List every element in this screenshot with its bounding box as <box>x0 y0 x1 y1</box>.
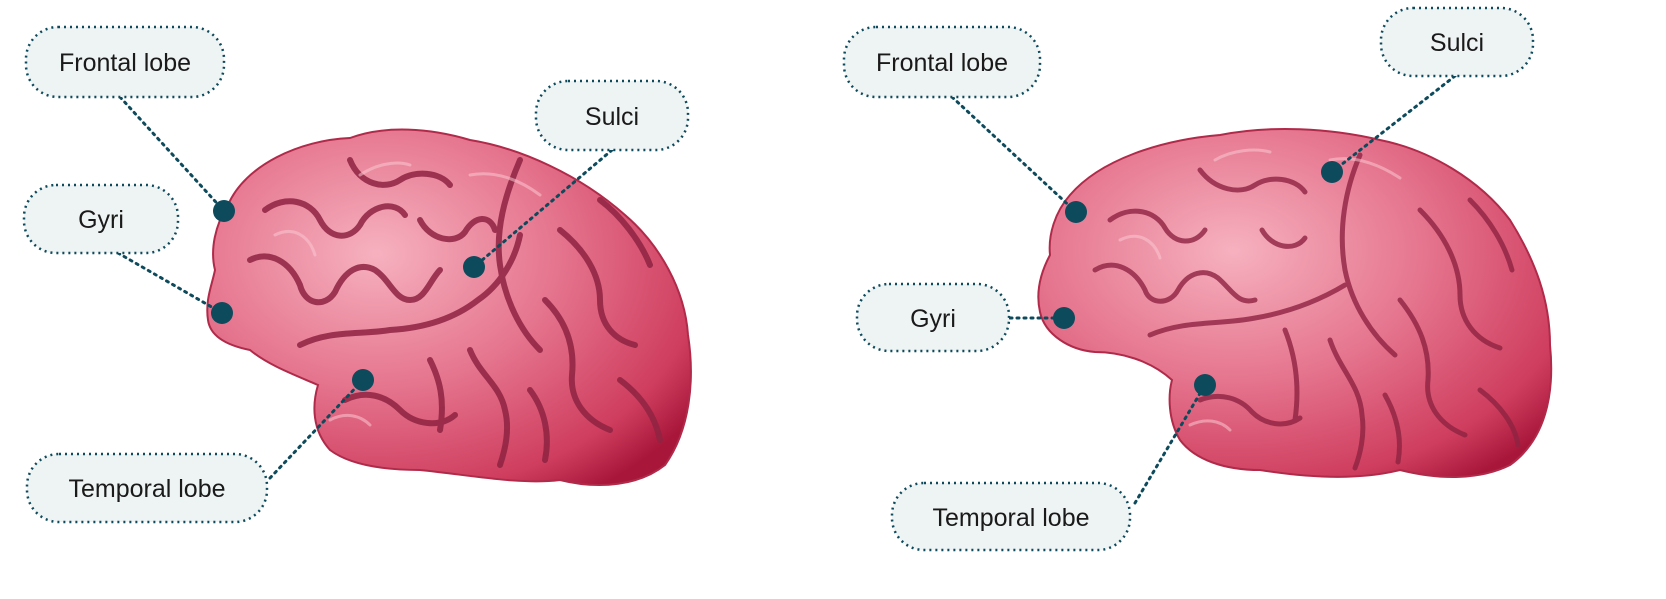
marker-sulci <box>463 256 485 278</box>
marker-gyri <box>1053 307 1075 329</box>
callout-label: Frontal lobe <box>59 49 191 77</box>
callout-label: Gyri <box>910 305 956 333</box>
marker-frontal-lobe <box>213 200 235 222</box>
callout-label: Temporal lobe <box>68 475 225 503</box>
marker-temporal-lobe <box>1194 374 1216 396</box>
callout-label: Sulci <box>1430 29 1484 57</box>
brain-illustration <box>206 128 692 486</box>
marker-gyri <box>211 302 233 324</box>
marker-sulci <box>1321 161 1343 183</box>
sulci-pattern <box>247 157 663 468</box>
callout-temporal-lobe: Temporal lobe <box>890 481 1132 552</box>
callout-label: Frontal lobe <box>876 49 1008 77</box>
gyri-highlights <box>273 161 542 427</box>
callout-frontal-lobe: Frontal lobe <box>842 25 1042 99</box>
marker-frontal-lobe <box>1065 201 1087 223</box>
callout-temporal-lobe: Temporal lobe <box>25 452 269 524</box>
callout-gyri: Gyri <box>855 282 1011 353</box>
callout-label: Temporal lobe <box>932 504 1089 532</box>
brain-panel-right: Frontal lobe Gyri Sulci Temporal lobe <box>842 6 1553 552</box>
gyri-highlights <box>1118 148 1402 432</box>
callout-label: Sulci <box>585 103 639 131</box>
leader-lines <box>116 95 614 480</box>
callout-label: Gyri <box>78 206 124 234</box>
marker-temporal-lobe <box>352 369 374 391</box>
callout-sulci: Sulci <box>1379 6 1535 78</box>
brain-panel-left: Frontal lobe Gyri Sulci Temporal lobe <box>22 25 692 524</box>
sulci-pattern <box>1092 152 1521 471</box>
callout-frontal-lobe: Frontal lobe <box>24 25 226 99</box>
callout-gyri: Gyri <box>22 183 180 255</box>
callout-sulci: Sulci <box>534 79 690 152</box>
